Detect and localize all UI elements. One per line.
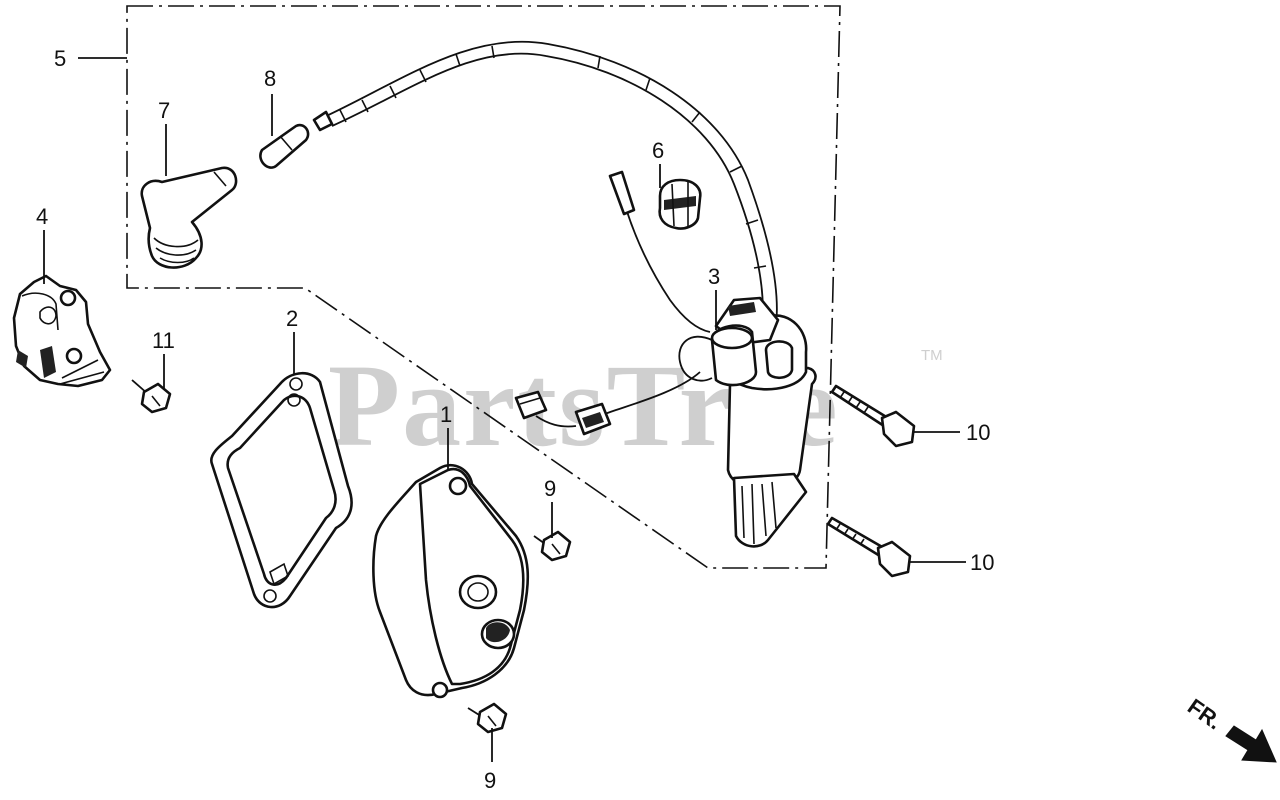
plug-cap-part	[140, 166, 238, 269]
arrow-right-down-icon	[1225, 725, 1277, 763]
bolt-part-10-lower	[826, 516, 912, 578]
callout-8: 8	[264, 66, 276, 91]
leader-lines	[43, 57, 966, 762]
callout-7: 7	[158, 98, 170, 123]
terminal-part	[259, 123, 310, 169]
ignition-switch-part	[12, 274, 112, 388]
ignition-coil-part	[514, 170, 817, 548]
callout-3: 3	[708, 264, 720, 289]
screw-part-11	[131, 379, 172, 414]
cover-part	[372, 463, 530, 699]
front-direction-indicator: FR.	[1183, 694, 1277, 763]
callout-9-lower: 9	[484, 768, 496, 793]
callout-9-upper: 9	[544, 476, 556, 501]
grommet-part	[658, 178, 702, 230]
watermark-trademark: TM	[921, 347, 943, 364]
callout-11: 11	[152, 328, 175, 353]
bolt-part-10-upper	[830, 384, 916, 448]
gasket-part	[210, 371, 353, 609]
callout-4: 4	[36, 204, 48, 229]
callouts: 5 7 8 6 3 4 11 2 1 9 9 10 10	[36, 46, 994, 793]
callout-10-lower: 10	[970, 550, 994, 575]
callout-1: 1	[440, 402, 452, 427]
bolt-part-9-upper	[533, 530, 572, 562]
bolt-part-9-lower	[467, 702, 508, 734]
callout-5: 5	[54, 46, 66, 71]
callout-10-upper: 10	[966, 420, 990, 445]
callout-2: 2	[286, 306, 298, 331]
front-label: FR.	[1183, 694, 1226, 735]
ignition-lead	[312, 40, 778, 327]
callout-6: 6	[652, 138, 664, 163]
group-outline-5	[126, 5, 841, 569]
